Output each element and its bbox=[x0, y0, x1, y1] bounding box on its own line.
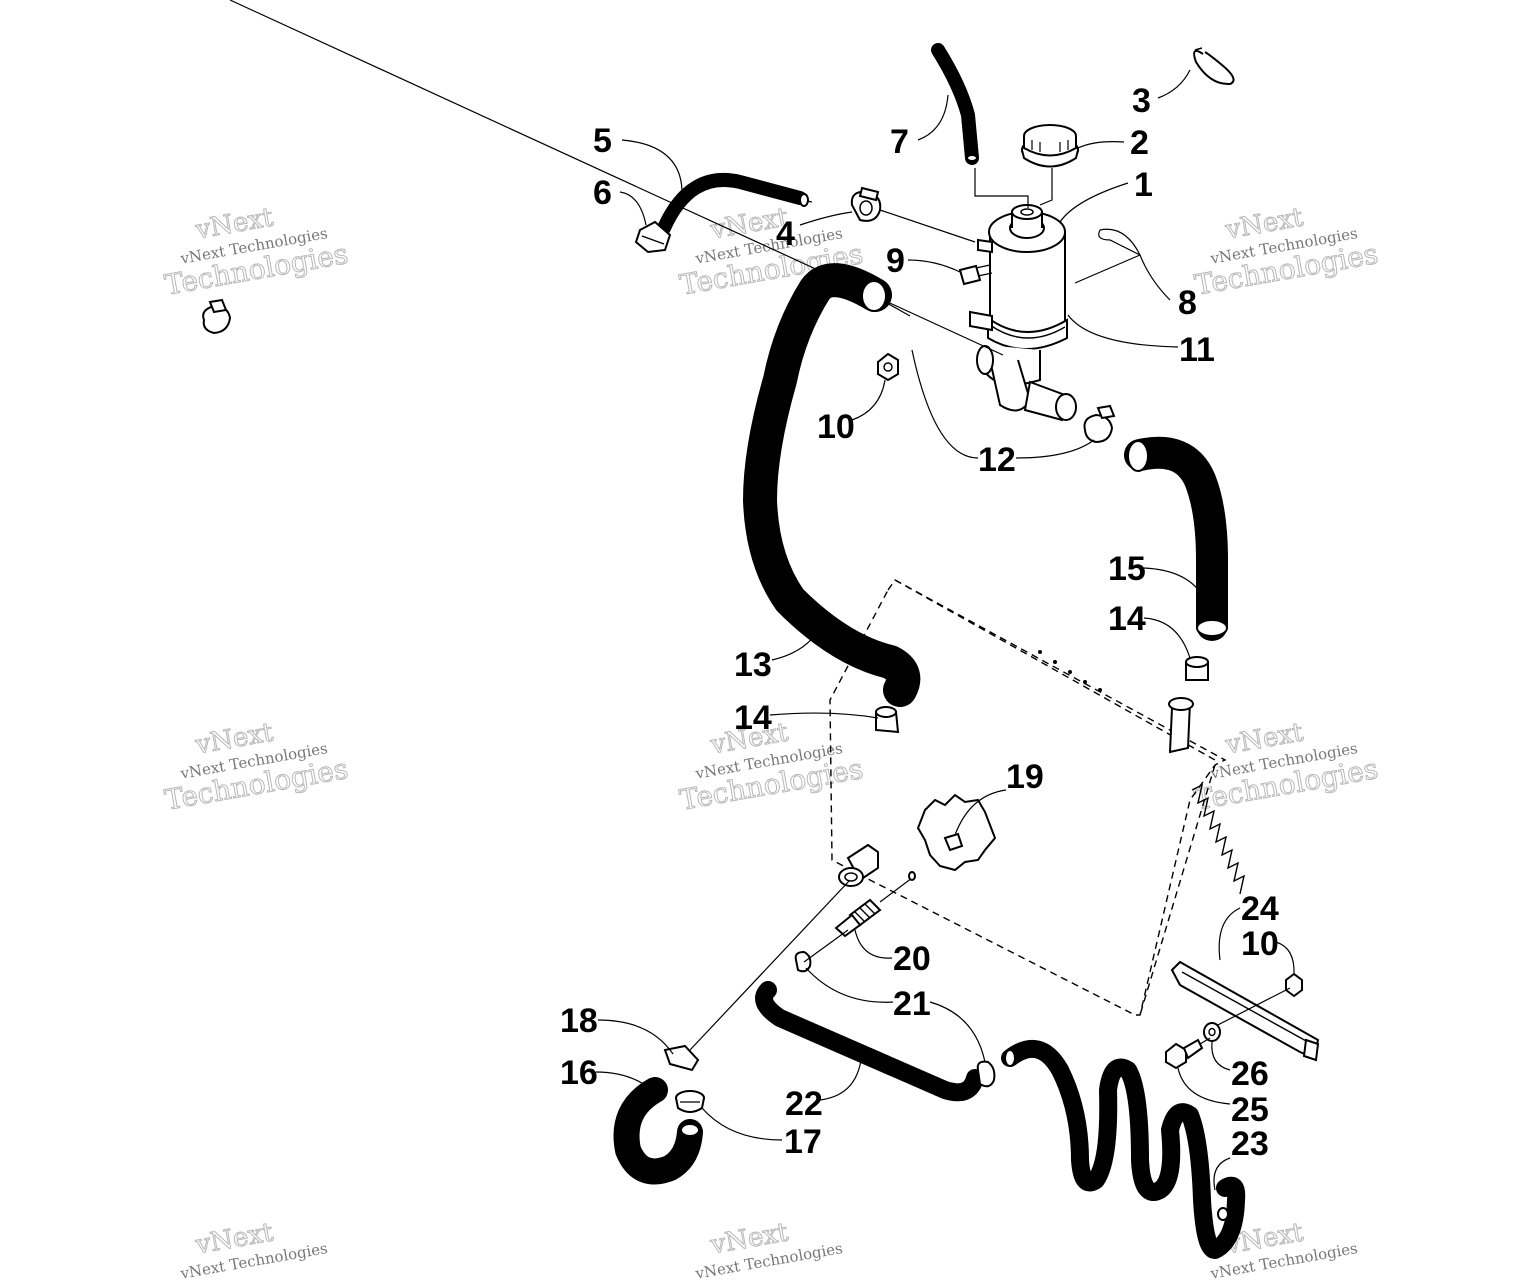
bypass-hose bbox=[755, 981, 984, 1102]
callout-19: 19 bbox=[1006, 758, 1044, 796]
hose-clamp-12b bbox=[1083, 404, 1116, 444]
callout-18: 18 bbox=[560, 1002, 598, 1040]
hose-clamp-21b bbox=[976, 1060, 996, 1088]
callout-21: 21 bbox=[893, 985, 931, 1023]
callout-5: 5 bbox=[593, 122, 612, 160]
drain-hose bbox=[613, 1077, 703, 1185]
callout-2: 2 bbox=[1130, 124, 1149, 162]
hose-clamp-21a bbox=[794, 950, 812, 973]
leader-lines bbox=[595, 69, 1295, 1191]
callout-14-right: 14 bbox=[1108, 600, 1146, 638]
nut-10 bbox=[877, 352, 899, 382]
radiator-cap bbox=[1021, 124, 1079, 168]
callout-23: 23 bbox=[1231, 1125, 1269, 1163]
bracket-24 bbox=[1170, 960, 1320, 1062]
hose-clamp-18 bbox=[663, 1044, 700, 1072]
overflow-hose bbox=[931, 43, 1053, 208]
callout-25: 25 bbox=[1231, 1091, 1269, 1129]
callout-10-upper: 10 bbox=[817, 408, 855, 446]
coolant-tank bbox=[969, 204, 1077, 422]
hose-clamp-14a bbox=[875, 706, 900, 734]
callout-16: 16 bbox=[560, 1054, 598, 1092]
callout-6: 6 bbox=[593, 174, 612, 212]
coil-hose bbox=[1001, 1040, 1246, 1259]
upper-radiator-hose bbox=[743, 263, 921, 707]
callout-10-lower: 10 bbox=[1241, 925, 1279, 963]
hose-clamp-4 bbox=[850, 186, 882, 222]
callout-3: 3 bbox=[1132, 82, 1151, 120]
nut-10-lower bbox=[1285, 972, 1303, 998]
hose-clamp-14b bbox=[1185, 656, 1209, 681]
hose-clamp-6 bbox=[634, 220, 672, 254]
callout-11: 11 bbox=[1179, 331, 1215, 369]
hose-clamp-12a bbox=[202, 298, 232, 335]
callout-17: 17 bbox=[784, 1123, 822, 1161]
lower-return-hose bbox=[1124, 436, 1228, 641]
callout-15: 15 bbox=[1108, 550, 1146, 588]
callout-26: 26 bbox=[1231, 1055, 1269, 1093]
vent-hose bbox=[657, 172, 813, 235]
temp-sensor bbox=[834, 871, 916, 938]
callout-1: 1 bbox=[1134, 166, 1153, 204]
callout-8: 8 bbox=[1178, 284, 1197, 322]
callout-labels: 1 2 3 4 5 6 7 8 9 10 11 12 13 14 15 14 1… bbox=[560, 82, 1279, 1163]
callout-7: 7 bbox=[890, 123, 909, 161]
ring-clip bbox=[1193, 47, 1235, 86]
radiator-inlet-neck bbox=[1168, 697, 1194, 754]
callout-13: 13 bbox=[734, 646, 772, 684]
bolt-25 bbox=[1165, 1037, 1211, 1070]
radiator bbox=[829, 579, 1246, 1016]
callout-20: 20 bbox=[893, 940, 931, 978]
radiator-outlet-fitting bbox=[838, 843, 879, 887]
hose-clamp-17 bbox=[675, 1090, 705, 1113]
callout-14-left: 14 bbox=[734, 699, 772, 737]
callout-4: 4 bbox=[776, 215, 795, 253]
callout-12: 12 bbox=[978, 441, 1016, 479]
screw-9 bbox=[958, 264, 993, 286]
washer-26 bbox=[1203, 1022, 1221, 1042]
callout-24: 24 bbox=[1241, 890, 1279, 928]
callout-9: 9 bbox=[886, 242, 905, 280]
callout-22: 22 bbox=[785, 1085, 823, 1123]
